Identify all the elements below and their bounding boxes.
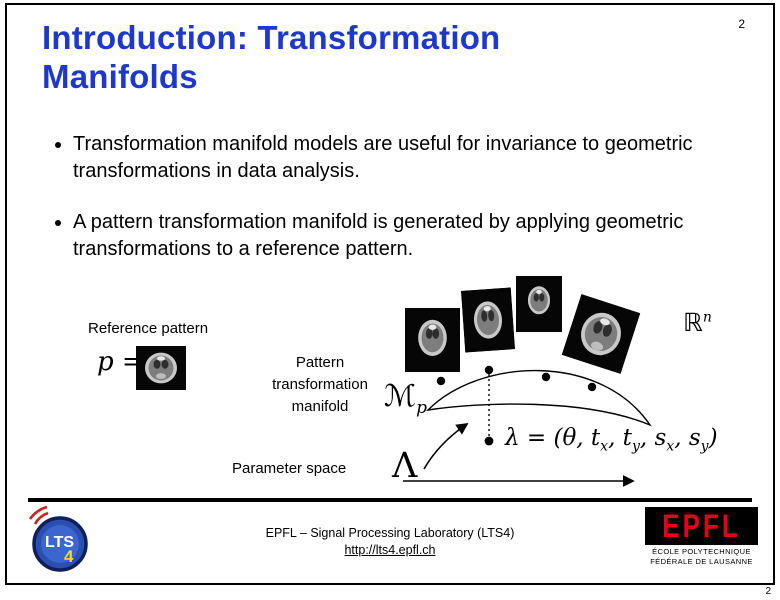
epfl-logo: EPFL ÉCOLE POLYTECHNIQUE FÉDÉRALE DE LAU… xyxy=(645,507,758,567)
slide-title: Introduction: Transformation Manifolds xyxy=(42,19,500,97)
radio-wave-icon xyxy=(33,511,49,525)
transformed-brain-image xyxy=(561,293,641,375)
slide-title-line1: Introduction: Transformation xyxy=(42,19,501,56)
page-number-top: 2 xyxy=(738,17,745,31)
sample-point xyxy=(484,365,494,375)
epfl-subtext-line1: ÉCOLE POLYTECHNIQUE xyxy=(652,547,751,556)
double-struck-r-glyph: ℝ xyxy=(683,308,703,337)
transformed-brain-image xyxy=(405,308,460,372)
sample-point xyxy=(587,382,597,392)
lambda-point xyxy=(484,436,494,446)
radio-wave-icon xyxy=(28,506,48,520)
formula-subscript: x xyxy=(600,438,609,455)
lts4-logo-text: LTS xyxy=(45,534,74,551)
epfl-logo-subtext: ÉCOLE POLYTECHNIQUE FÉDÉRALE DE LAUSANNE xyxy=(645,547,758,567)
manifold-symbol: ℳp xyxy=(384,379,427,418)
sample-point xyxy=(541,372,551,382)
parameter-space-label: Parameter space xyxy=(232,460,347,477)
lts4-logo-inner xyxy=(41,525,79,563)
transformed-brain-image xyxy=(460,287,516,353)
bullet-item: A pattern transformation manifold is gen… xyxy=(73,209,697,263)
slide-canvas: 2 Introduction: Transformation Manifolds… xyxy=(5,3,775,585)
reference-brain-image xyxy=(136,346,186,390)
lts4-logo: LTS 4 xyxy=(27,506,89,572)
footer-separator xyxy=(28,498,752,502)
bullet-item: Transformation manifold models are usefu… xyxy=(73,131,697,185)
pattern-manifold-label-line3: manifold xyxy=(291,397,349,415)
script-m-glyph: ℳ xyxy=(384,379,417,414)
manifold-surface xyxy=(425,369,652,427)
formula-segment: ) xyxy=(708,425,718,451)
ambient-space-symbol: ℝn xyxy=(683,308,712,337)
reference-pattern-label: Reference pattern xyxy=(88,320,209,337)
formula-segment: , t xyxy=(608,425,632,451)
parameter-space-symbol: Λ xyxy=(392,446,418,486)
page-number-bottom: 2 xyxy=(765,586,771,597)
formula-subscript: y xyxy=(631,438,640,455)
formula-segment: λ = (θ, t xyxy=(505,425,601,451)
slide-title-line2: Manifolds xyxy=(42,57,198,95)
pattern-manifold-label-line2: transformation xyxy=(272,375,368,393)
footer-url: http://lts4.epfl.ch xyxy=(7,543,773,557)
transformed-brain-image xyxy=(516,276,562,332)
bullet-list: Transformation manifold models are usefu… xyxy=(49,131,697,287)
lts4-logo-number: 4 xyxy=(64,547,74,566)
footer-url-link[interactable]: http://lts4.epfl.ch xyxy=(344,543,436,557)
epfl-logo-box: EPFL xyxy=(645,507,758,545)
p-equals-symbol: p = xyxy=(97,347,144,377)
mapping-arrow xyxy=(423,422,469,470)
footer-lab-name: EPFL – Signal Processing Laboratory (LTS… xyxy=(265,526,515,540)
epfl-wordmark: EPFL xyxy=(662,506,741,545)
pattern-manifold-label: Pattern transformation manifold xyxy=(253,352,387,417)
formula-subscript: x xyxy=(666,438,675,455)
lambda-formula: λ = (θ, tx, ty, sx, sy) xyxy=(505,425,718,455)
ambient-superscript: n xyxy=(702,309,712,326)
formula-segment: , s xyxy=(639,425,667,451)
formula-segment: , s xyxy=(674,425,701,451)
epfl-subtext-line2: FÉDÉRALE DE LAUSANNE xyxy=(650,557,753,567)
manifold-subscript: p xyxy=(416,398,427,418)
pattern-manifold-label-line1: Pattern xyxy=(295,354,345,371)
sample-point xyxy=(436,376,446,386)
formula-subscript: y xyxy=(700,438,709,455)
